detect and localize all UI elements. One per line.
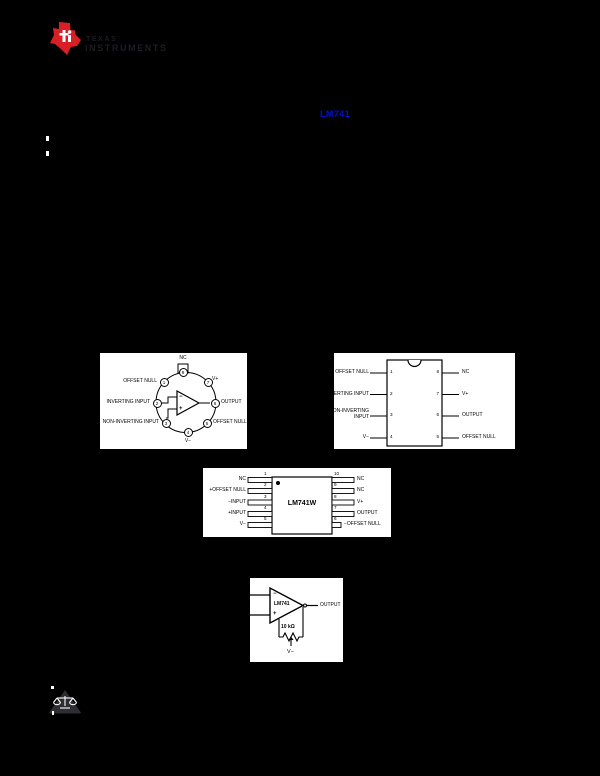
pin-label: OFFSET NULL xyxy=(462,434,496,440)
pin-label: NC xyxy=(179,355,187,361)
pin-label: V+ xyxy=(357,498,364,505)
pin-circle: 8 xyxy=(178,367,188,377)
logo-text-line1: TEXAS xyxy=(86,36,118,43)
logo-text-line2: INSTRUMENTS xyxy=(85,43,168,53)
pin-number: 7 xyxy=(436,390,439,396)
opamp-minus-input: − xyxy=(179,394,183,400)
pin-label: OFFSET NULL xyxy=(123,378,157,384)
pin-circle: 7 xyxy=(203,377,213,387)
scales-of-justice-icon xyxy=(49,690,81,714)
dip-package-diagram: 1 2 3 4 8 7 6 5 OFFSET NULL INVERTING IN… xyxy=(325,353,515,449)
pin-label: V− xyxy=(362,434,369,440)
pin-label: NC xyxy=(462,369,470,375)
circuit-art xyxy=(250,586,318,646)
pin-number: 5 xyxy=(436,434,439,439)
pin-number: 1 xyxy=(390,369,393,374)
part-number-label: LM741W xyxy=(287,500,317,507)
pin-number: 7 xyxy=(334,505,337,510)
pin-number: 6 xyxy=(436,412,439,417)
pin-label: NC xyxy=(357,487,365,493)
ti-texas-bug-icon xyxy=(50,22,81,55)
resistor-value-label: 10 kΩ xyxy=(281,624,295,630)
opamp-plus-input: + xyxy=(179,406,183,412)
pin-label: V+ xyxy=(462,390,469,397)
pin-circle: 1 xyxy=(159,377,169,387)
pin-circle: 3 xyxy=(161,418,171,428)
text-fragment xyxy=(46,151,49,156)
pin-label: −OFFSET NULL xyxy=(344,521,381,527)
text-fragment xyxy=(46,136,49,141)
pin-label: OUTPUT xyxy=(357,510,378,516)
pin-label: V− xyxy=(184,438,192,444)
opamp-plus-input: + xyxy=(273,611,277,617)
pin-label: INVERTING INPUT xyxy=(325,390,369,397)
pin-number: 8 xyxy=(436,369,439,374)
pin-number: 8 xyxy=(334,493,337,499)
pin-number: 1 xyxy=(264,471,267,476)
supply-label: V− xyxy=(287,649,294,655)
part-number-label: LM741 xyxy=(274,601,290,607)
pin-circle: 4 xyxy=(183,427,193,437)
dip-art xyxy=(370,359,459,447)
pin-label: NC xyxy=(238,476,246,482)
text-fragment xyxy=(52,711,54,715)
pin-number: 6 xyxy=(334,516,337,521)
pin-number: 4 xyxy=(264,505,267,510)
pin-label: OFFSET NULL xyxy=(213,419,247,425)
offset-null-circuit-diagram: − + LM741 OUTPUT 10 kΩ V− xyxy=(250,578,343,662)
pin-number: 3 xyxy=(390,412,393,417)
opamp-minus-input: − xyxy=(273,591,277,597)
pin-label: OUTPUT xyxy=(462,412,483,418)
text-fragment xyxy=(51,686,54,689)
pin-label: NC xyxy=(357,476,365,482)
output-label: OUTPUT xyxy=(320,602,341,608)
pin-number: 9 xyxy=(334,482,337,487)
pin-label: −INPUT xyxy=(228,498,246,505)
pin-number: 4 xyxy=(390,434,393,439)
pin-label: NON-INVERTING INPUT xyxy=(102,419,159,425)
pin-label: +OFFSET NULL xyxy=(209,487,246,493)
pin-label: V+ xyxy=(212,376,219,382)
flatpak-package-diagram: LM741W 1 2 3 4 5 10 9 8 7 6 NC +OFFSET N… xyxy=(203,468,391,537)
part-number-link[interactable]: LM741 xyxy=(320,109,351,119)
pin-label: NON-INVERTING INPUT xyxy=(329,408,369,420)
to99-package-diagram: 1 2 3 4 5 6 7 8 NC OFFSET NULL INVERTING… xyxy=(100,353,247,449)
pin-number: 10 xyxy=(334,471,340,476)
pin-circle: 2 xyxy=(152,398,162,408)
pin-circle: 6 xyxy=(210,398,220,408)
pin-circle: 5 xyxy=(202,418,212,428)
pin-label: +INPUT xyxy=(228,510,246,516)
pin-number: 2 xyxy=(264,482,267,487)
pin-label: OUTPUT xyxy=(221,399,242,405)
pin-number: 2 xyxy=(390,390,393,396)
pin-label: OFFSET NULL xyxy=(335,369,369,375)
pin-label: INVERTING INPUT xyxy=(106,399,150,405)
pin-number: 3 xyxy=(264,493,267,499)
pin-label: V− xyxy=(239,521,246,527)
flatpak-art xyxy=(247,476,355,535)
pin-number: 5 xyxy=(264,516,267,521)
